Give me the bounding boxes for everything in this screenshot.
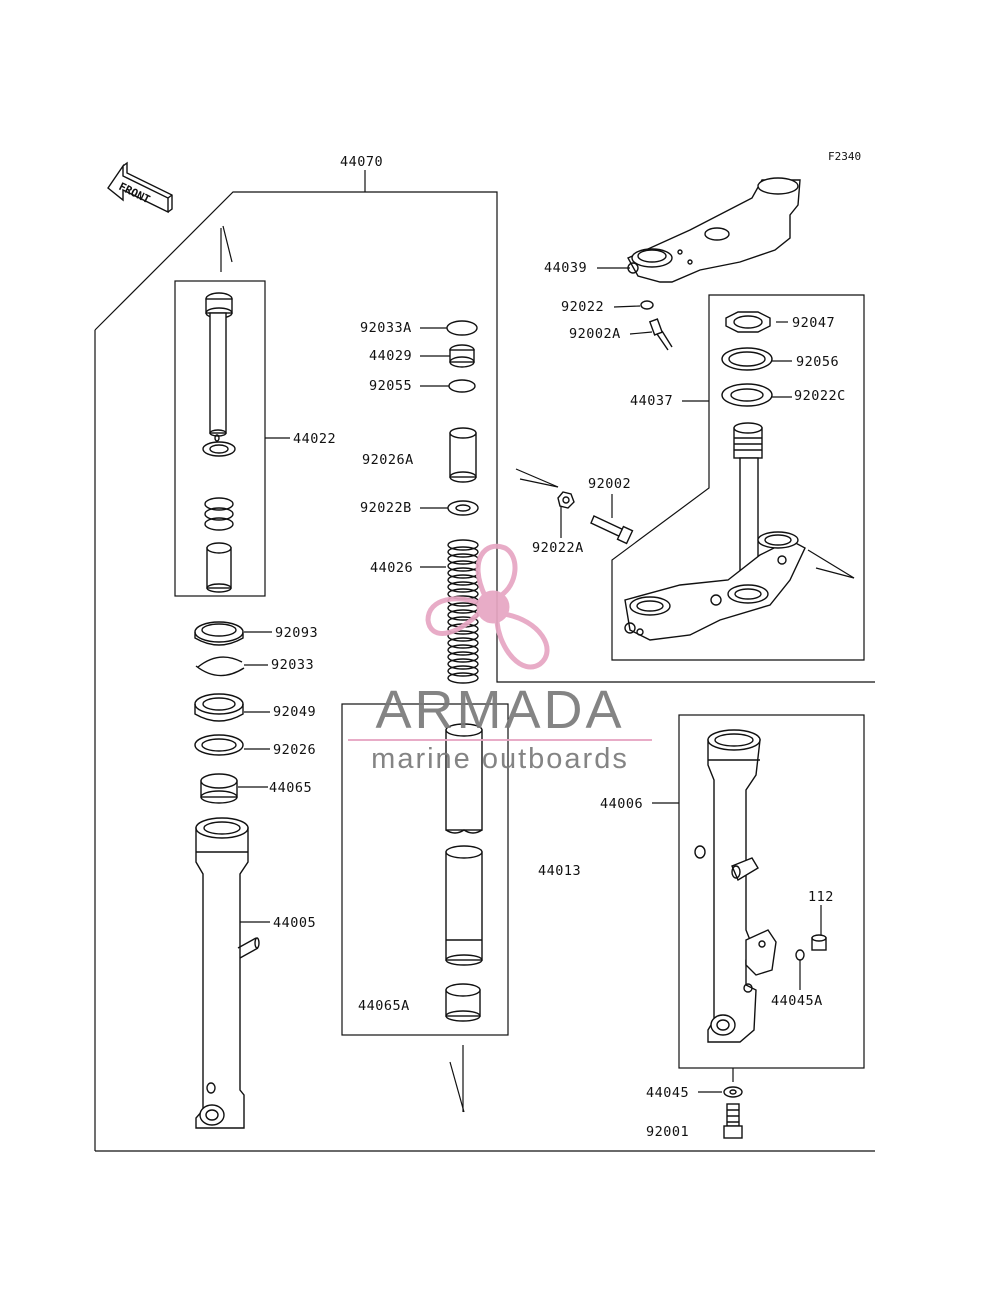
label-92055: 92055: [369, 378, 412, 394]
label-44013: 44013: [538, 863, 581, 879]
part-92002-bolt: [590, 515, 634, 545]
part-92047-nut: [725, 311, 771, 333]
part-92022C-washer: [721, 383, 773, 407]
propeller-icon: [425, 543, 550, 670]
part-92056-washer: [721, 347, 773, 371]
part-44045A-washer: [795, 949, 805, 961]
front-arrow-icon: FRONT: [107, 161, 173, 214]
part-labels: 44070 44039 92022 92002A 92047 92056 440…: [269, 154, 846, 1140]
label-92049: 92049: [273, 704, 316, 720]
part-92022A-nut: [557, 491, 575, 509]
part-44005-outer-tube: [195, 817, 260, 1129]
label-44045A: 44045A: [771, 993, 823, 1009]
part-44065-bush: [200, 773, 238, 804]
label-92026A: 92026A: [362, 452, 414, 468]
part-92002A-bolt: [648, 318, 673, 351]
label-44065: 44065: [269, 780, 312, 796]
label-92001: 92001: [646, 1124, 689, 1140]
part-92093-dust-seal: [194, 621, 244, 646]
part-92022B: [447, 500, 479, 516]
figure-code: F2340: [828, 150, 861, 163]
label-44039: 44039: [544, 260, 587, 276]
label-44006: 44006: [600, 796, 643, 812]
label-44022: 44022: [293, 431, 336, 447]
part-44022-damper-rod: [202, 292, 236, 593]
watermark-tagline: marine outboards: [371, 743, 629, 775]
label-44029: 44029: [369, 348, 412, 364]
box-44037: [611, 294, 865, 661]
label-44065A: 44065A: [358, 998, 410, 1014]
part-44029: [449, 344, 475, 368]
part-44026-spring: [447, 539, 479, 684]
label-92033A: 92033A: [360, 320, 412, 336]
label-112: 112: [808, 889, 834, 905]
part-112-plug: [811, 934, 827, 951]
label-92056: 92056: [796, 354, 839, 370]
label-92093: 92093: [275, 625, 318, 641]
label-44026: 44026: [370, 560, 413, 576]
label-44070: 44070: [340, 154, 383, 170]
part-92001-bolt: [723, 1103, 743, 1139]
label-92033: 92033: [271, 657, 314, 673]
watermark-brand: ARMADA: [375, 680, 624, 740]
part-44006-outer-tube: [694, 729, 777, 1043]
part-92022: [640, 300, 654, 310]
part-92026-washer: [194, 734, 244, 756]
part-92049-oil-seal: [194, 693, 244, 722]
part-92033A: [446, 320, 478, 336]
part-92055: [448, 379, 476, 393]
label-44037: 44037: [630, 393, 673, 409]
part-44037-steering-stem: [624, 422, 806, 641]
label-92022C: 92022C: [794, 388, 846, 404]
label-92002A: 92002A: [569, 326, 621, 342]
label-92022A: 92022A: [532, 540, 584, 556]
label-92026: 92026: [273, 742, 316, 758]
label-92022: 92022: [561, 299, 604, 315]
watermark-logo: ARMADA marine outboards: [348, 543, 652, 775]
label-92047: 92047: [792, 315, 835, 331]
leader-lines: [238, 267, 822, 1093]
box-44006: [678, 714, 865, 1069]
label-92022B: 92022B: [360, 500, 412, 516]
front-label: FRONT: [117, 180, 153, 206]
assembly-frame: [94, 170, 875, 1152]
label-44045: 44045: [646, 1085, 689, 1101]
part-92026A: [449, 427, 477, 483]
part-44065A: [445, 983, 481, 1022]
label-92002: 92002: [588, 476, 631, 492]
label-44005: 44005: [273, 915, 316, 931]
part-44039-upper-bracket: [627, 177, 801, 283]
part-92033-circlip: [195, 656, 245, 677]
part-44013-cylinder: [445, 723, 483, 966]
box-44013: [341, 703, 509, 1036]
part-44045-washer: [723, 1086, 743, 1098]
